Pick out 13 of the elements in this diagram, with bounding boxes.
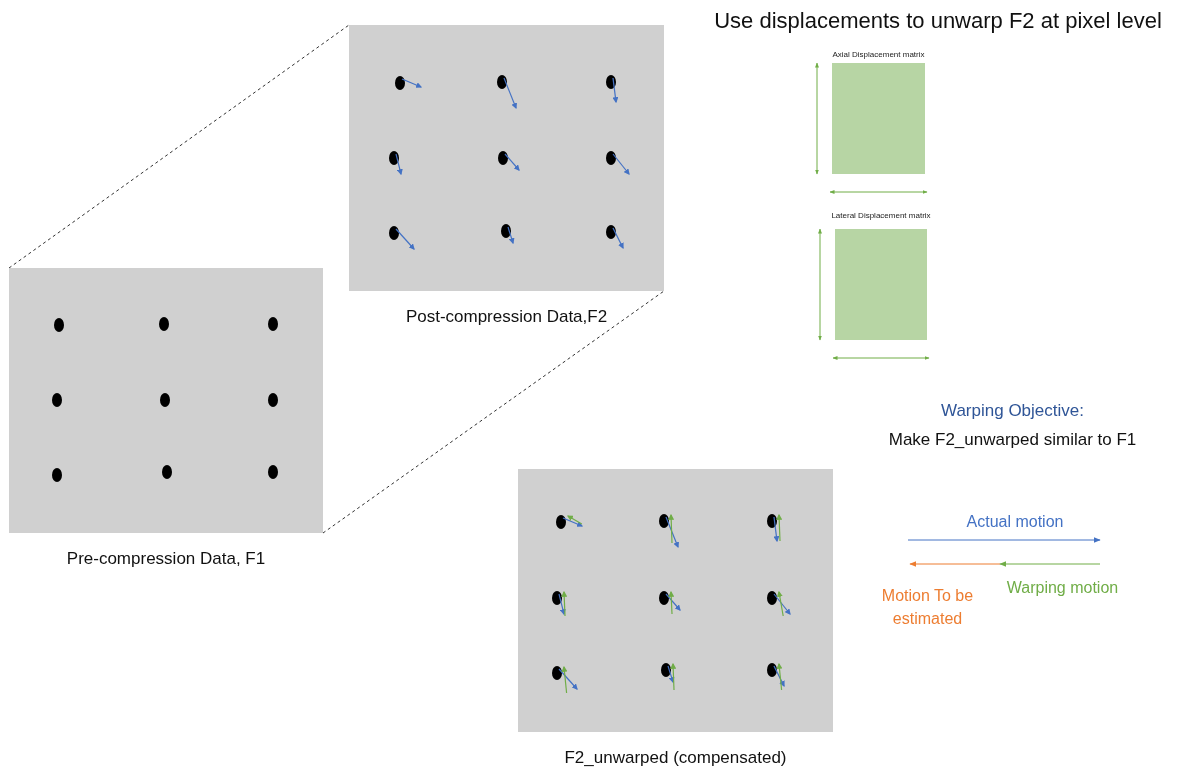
zoom-guide-line (322, 290, 665, 534)
panel-caption: F2_unwarped (compensated) (563, 748, 788, 768)
annotation-text: Make F2_unwarped similar to F1 (887, 429, 1138, 451)
panel-caption: Post-compression Data,F2 (404, 307, 609, 327)
title: Use displacements to unwarp F2 at pixel level (713, 8, 1163, 34)
matrix-heading: Axial Displacement matrix (831, 50, 926, 59)
annotation-text: Actual motion (965, 512, 1065, 532)
annotation-text: Motion To be estimated (880, 586, 975, 630)
matrix-heading: Lateral Displacement matrix (830, 211, 932, 220)
annotation-text: Warping motion (1005, 578, 1120, 598)
panel-caption: Pre-compression Data, F1 (65, 549, 267, 569)
annotation-text: Warping Objective: (940, 400, 1085, 422)
zoom-guide-line (8, 24, 350, 269)
